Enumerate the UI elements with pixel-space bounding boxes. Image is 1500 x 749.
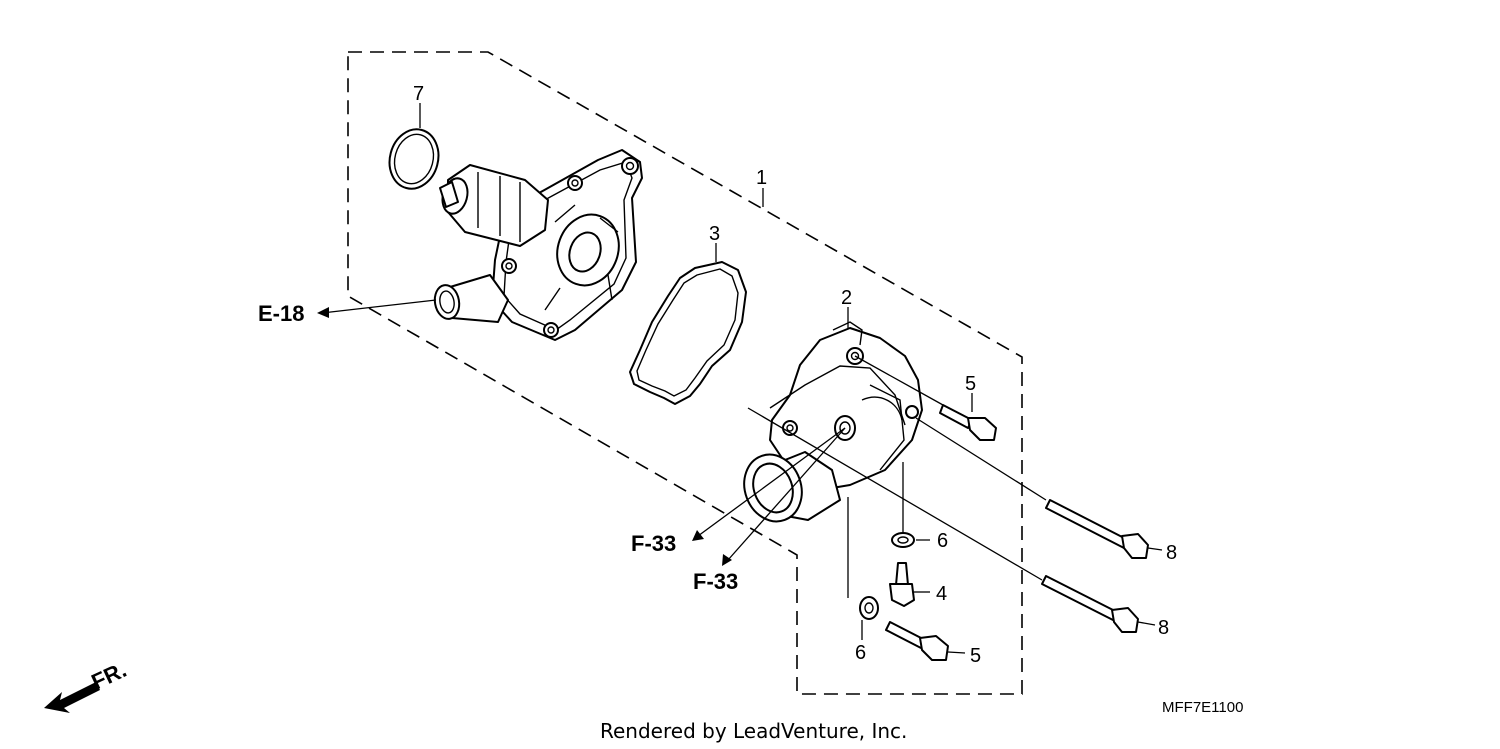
leader-e18: [321, 299, 437, 314]
callout-6-upper: 6: [937, 530, 948, 552]
bleed-bolt-part-4[interactable]: [889, 562, 915, 607]
callout-3: 3: [709, 223, 720, 245]
gasket-part-3[interactable]: [629, 261, 747, 405]
leader-6-upper: [902, 462, 930, 541]
front-direction-indicator: FR.: [44, 657, 130, 713]
leader-8-upper: [915, 417, 1163, 551]
assembly-boundary: [347, 51, 1023, 695]
callout-1: 1: [756, 167, 767, 189]
callout-8-lower: 8: [1158, 617, 1169, 639]
arrowhead-e18: [317, 307, 329, 318]
bolt-part-8-upper[interactable]: [1045, 499, 1149, 559]
washer-part-6-lower[interactable]: [859, 596, 879, 620]
callout-4: 4: [936, 583, 947, 605]
arrowhead-f33-a: [692, 530, 704, 541]
leader-5-lower: [947, 651, 966, 654]
o-ring-part-7[interactable]: [383, 124, 445, 194]
bolt-part-5-lower[interactable]: [885, 621, 949, 661]
bolt-part-5-upper[interactable]: [939, 404, 997, 441]
ref-e18[interactable]: E-18: [258, 301, 304, 326]
diagram-code: MFF7E1100: [1162, 699, 1243, 716]
washer-part-6-upper[interactable]: [891, 532, 915, 548]
leader-8-lower: [747, 407, 1156, 626]
callout-6-lower: 6: [855, 642, 866, 664]
leader-6-lower: [847, 497, 863, 640]
leader-5-upper: [854, 355, 973, 412]
front-arrow-icon: [44, 682, 100, 713]
callout-7: 7: [413, 83, 424, 105]
arrowhead-f33-b: [722, 554, 732, 566]
callout-8-upper: 8: [1166, 542, 1177, 564]
credit-line: Rendered by LeadVenture, Inc.: [600, 719, 907, 743]
bolt-part-8-lower[interactable]: [1041, 575, 1139, 633]
ref-f33-a[interactable]: F-33: [631, 531, 676, 556]
callout-2: 2: [841, 287, 852, 309]
callout-5-lower: 5: [970, 645, 981, 667]
leader-f33-a: [697, 427, 846, 537]
leader-f33-b: [727, 427, 846, 561]
cover-part-2[interactable]: [735, 321, 923, 530]
callout-5-upper: 5: [965, 373, 976, 395]
water-pump-body[interactable]: [432, 149, 643, 341]
ref-f33-b[interactable]: F-33: [693, 569, 738, 594]
